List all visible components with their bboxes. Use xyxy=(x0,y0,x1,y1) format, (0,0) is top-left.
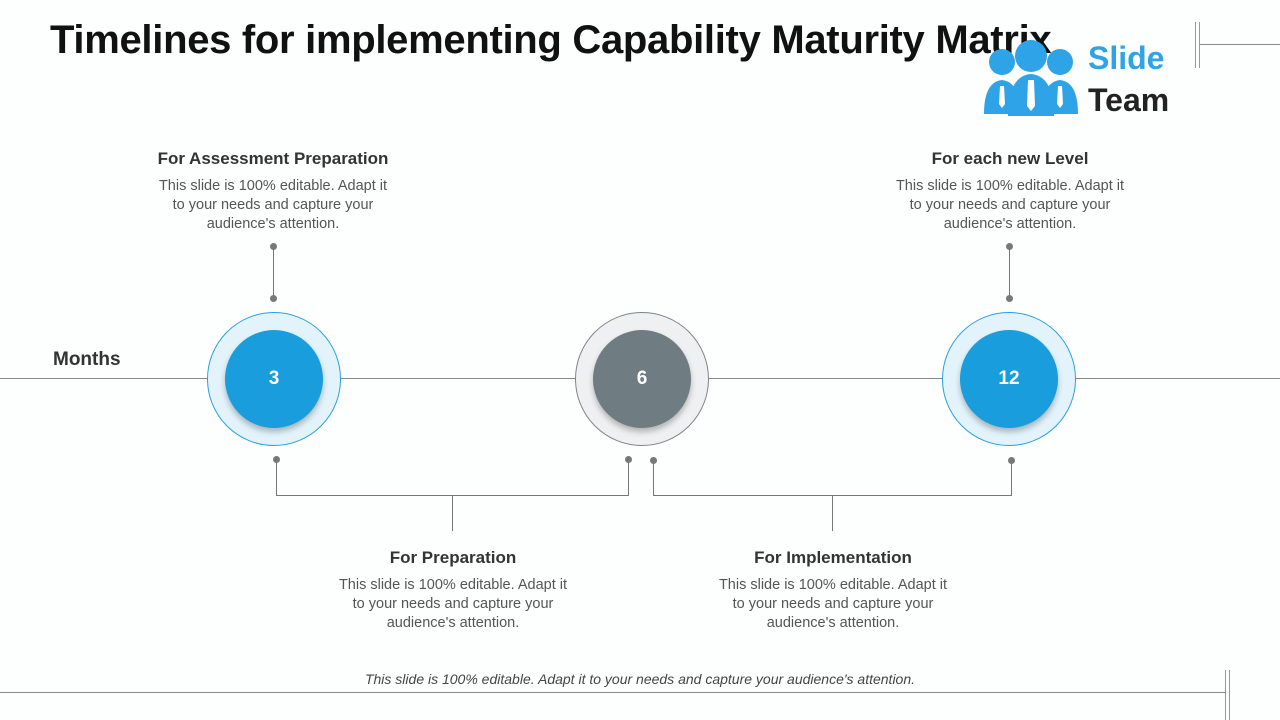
block-assessment-preparation: For Assessment Preparation This slide is… xyxy=(123,149,423,234)
block-heading: For Implementation xyxy=(754,548,912,567)
block-heading: For Assessment Preparation xyxy=(157,149,389,168)
footer-note: This slide is 100% editable. Adapt it to… xyxy=(364,671,916,687)
logo-word-slide: Slide xyxy=(1088,40,1165,76)
milestone-3: 3 xyxy=(225,330,323,428)
logo-word-team: Team xyxy=(1088,82,1170,118)
connector-line xyxy=(628,460,629,496)
slide-title: Timelines for implementing Capability Ma… xyxy=(50,18,1052,62)
block-preparation: For Preparation This slide is 100% edita… xyxy=(303,548,603,633)
block-body: This slide is 100% editable. Adapt it to… xyxy=(158,178,388,232)
block-body: This slide is 100% editable. Adapt it to… xyxy=(718,577,948,631)
connector-line xyxy=(832,495,833,531)
top-right-accent-line xyxy=(1195,22,1196,68)
footer-rule xyxy=(0,692,1226,693)
people-group-icon xyxy=(984,40,1078,116)
milestone-6: 6 xyxy=(593,330,691,428)
block-implementation: For Implementation This slide is 100% ed… xyxy=(683,548,983,633)
axis-label-months: Months xyxy=(53,349,121,370)
block-each-new-level: For each new Level This slide is 100% ed… xyxy=(860,149,1160,234)
block-heading: For each new Level xyxy=(931,149,1089,168)
connector-dot xyxy=(273,456,280,463)
top-right-accent-line xyxy=(1199,22,1200,68)
top-right-rule xyxy=(1200,44,1280,45)
bottom-right-accent-line xyxy=(1229,670,1230,720)
block-heading: For Preparation xyxy=(389,548,517,567)
connector-dot xyxy=(625,456,632,463)
connector-line xyxy=(276,460,277,496)
block-body: This slide is 100% editable. Adapt it to… xyxy=(895,178,1125,232)
bottom-right-accent-line xyxy=(1225,670,1226,720)
connector-dot xyxy=(1008,457,1015,464)
connector-dot xyxy=(1006,295,1013,302)
milestone-12: 12 xyxy=(960,330,1058,428)
connector-line xyxy=(452,495,453,531)
connector-line xyxy=(653,461,654,496)
slideteam-logo: Slide Team xyxy=(982,40,1182,120)
connector-dot xyxy=(270,295,277,302)
block-body: This slide is 100% editable. Adapt it to… xyxy=(338,577,568,631)
connector-line xyxy=(1009,246,1010,298)
connector-line xyxy=(1011,461,1012,496)
connector-dot xyxy=(650,457,657,464)
connector-line xyxy=(273,246,274,298)
